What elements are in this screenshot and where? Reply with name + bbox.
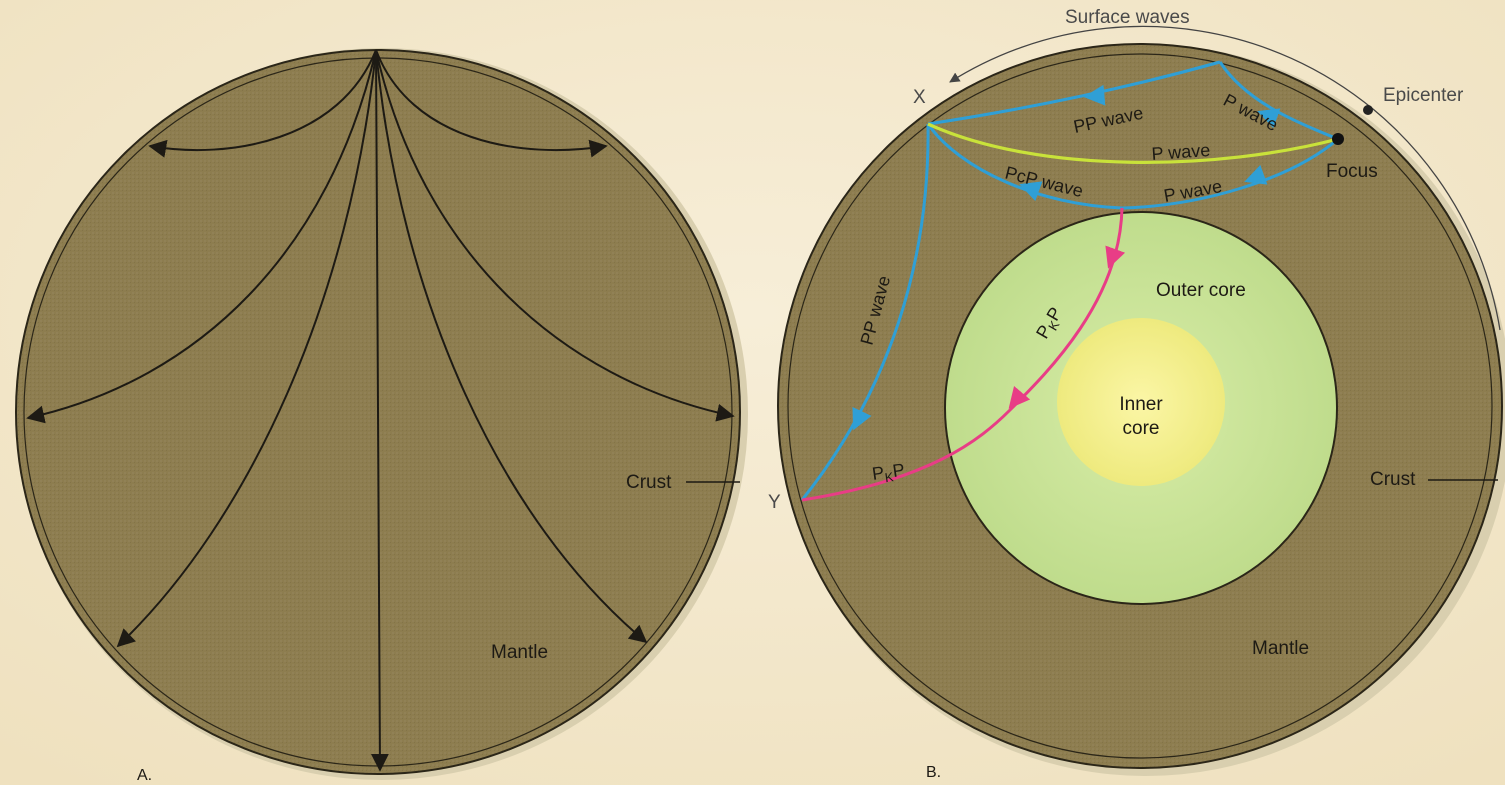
point-x-label: X: [913, 87, 926, 108]
panel-b: Surface waves Epicenter Focus X Y PP wav: [768, 7, 1505, 781]
p-wave-direct-label: P wave: [1151, 140, 1211, 164]
ray-a-5: [116, 49, 377, 648]
epicenter-label: Epicenter: [1383, 85, 1464, 106]
panel-a-rays: [26, 49, 735, 772]
panel-a: Crust Mantle A.: [15, 48, 748, 784]
epicenter-dot: [1363, 105, 1373, 115]
point-y-label: Y: [768, 492, 781, 513]
p-wave-steep-path: [1218, 61, 1339, 141]
pp-wave-side-path: [800, 123, 930, 501]
panel-a-mantle-label: Mantle: [491, 642, 548, 663]
pp-wave-top-path: [927, 60, 1221, 126]
panel-b-mantle-label: Mantle: [1252, 638, 1309, 659]
ray-a-7: [370, 49, 389, 772]
outer-core-label: Outer core: [1156, 280, 1246, 301]
ray-a-6: [375, 49, 648, 644]
inner-core-label-line2: core: [1123, 418, 1160, 439]
ray-a-2: [375, 49, 608, 158]
inner-core: [1057, 318, 1225, 486]
panel-a-label: A.: [137, 767, 152, 784]
panel-a-crust-label: Crust: [626, 472, 672, 493]
surface-waves-arc: [949, 25, 1501, 331]
surface-waves-label: Surface waves: [1065, 7, 1190, 28]
ray-a-1: [148, 49, 377, 158]
pkp-lower-label: PKP: [871, 460, 907, 487]
pkp-wave-path: [801, 207, 1124, 502]
panel-b-crust-label: Crust: [1370, 469, 1416, 490]
p-wave-direct-path: [927, 122, 1339, 164]
pkp-arrow-lower: [1008, 385, 1031, 409]
panel-b-label: B.: [926, 764, 941, 781]
ray-a-4: [375, 49, 735, 422]
inner-core-label-line1: Inner: [1119, 394, 1163, 415]
focus-label: Focus: [1326, 161, 1378, 182]
ray-a-3: [26, 49, 377, 424]
focus-dot: [1332, 133, 1344, 145]
panel-b-crust-boundary: [787, 53, 1493, 759]
